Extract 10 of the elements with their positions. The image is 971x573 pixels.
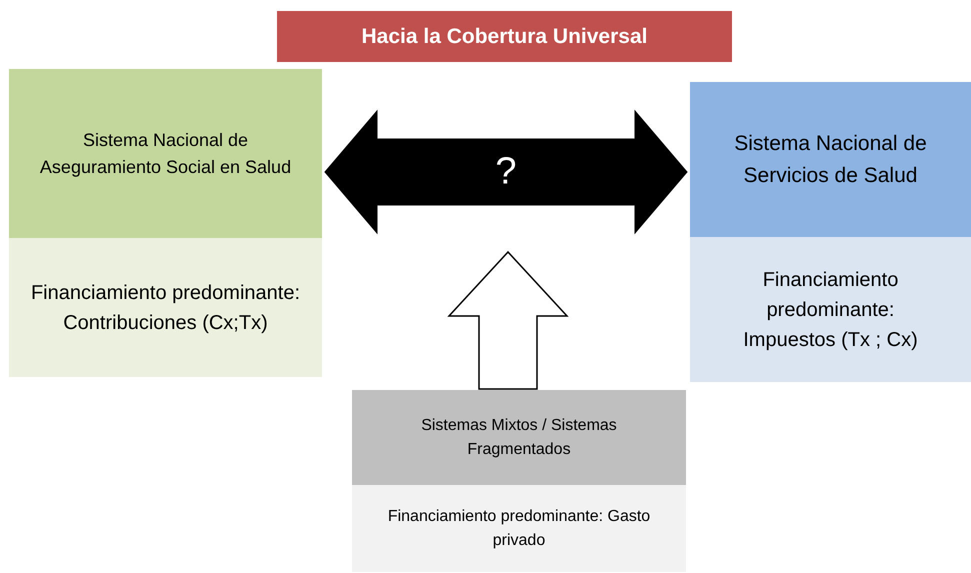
financing-panel: Financiamiento predominante: Contribuciones (Cx;Tx) xyxy=(9,238,322,377)
block-arrow xyxy=(447,250,569,390)
double-arrow xyxy=(324,110,688,234)
system-header: Sistemas Mixtos / Sistemas Fragmentados xyxy=(352,390,686,485)
system-header: Sistema Nacional de Aseguramiento Social en Salud xyxy=(9,69,322,238)
financing-panel: Financiamiento predominante: Gasto privado xyxy=(352,485,686,572)
title-banner: Hacia la Cobertura Universal xyxy=(277,11,732,62)
financing-panel: Financiamiento predominante: Impuestos (Tx ; Cx) xyxy=(690,237,971,382)
system-header: Sistema Nacional de Servicios de Salud xyxy=(690,82,971,237)
edge-label: ? xyxy=(495,150,517,194)
